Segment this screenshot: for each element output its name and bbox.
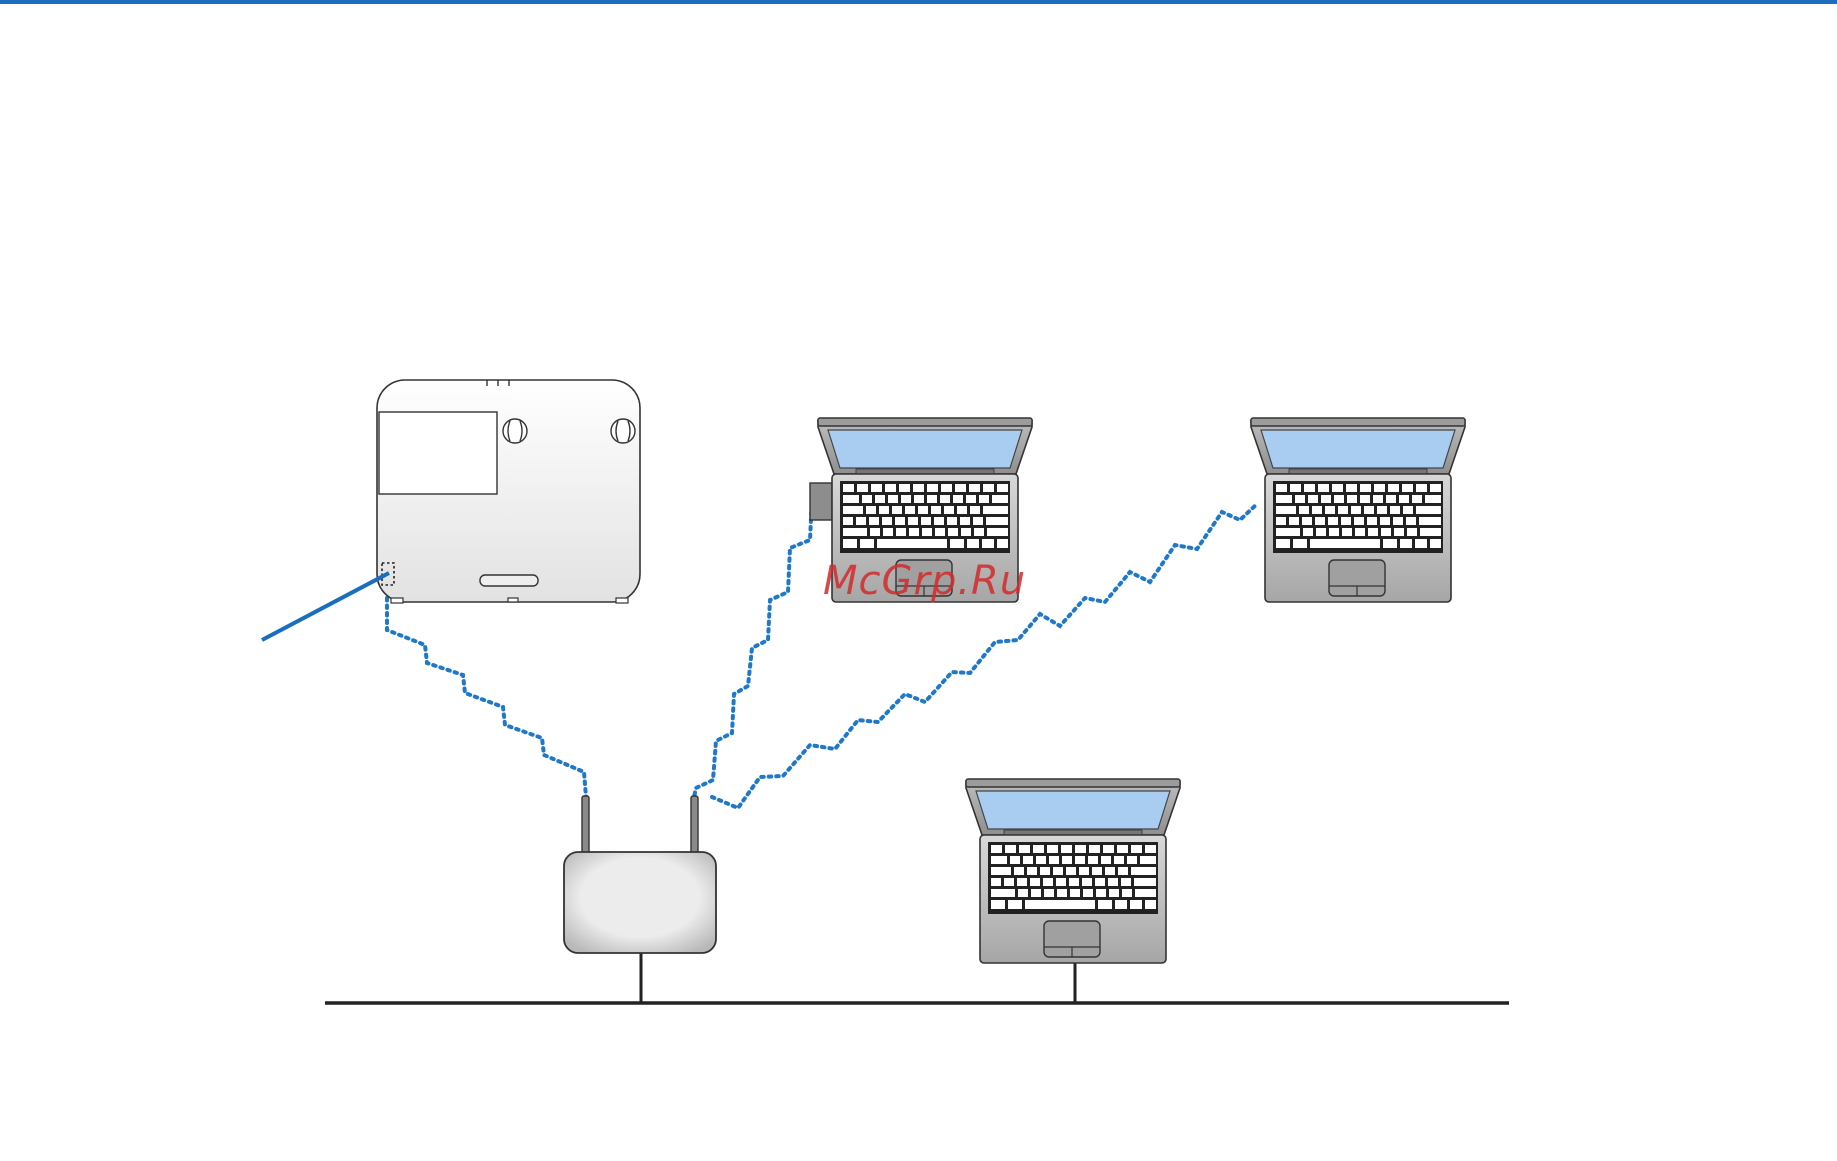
- wireless-router-icon: [564, 796, 716, 953]
- wireless-link-projector: [387, 598, 586, 797]
- laptop-icon: [1251, 418, 1465, 602]
- wireless-module-callout: [262, 573, 389, 640]
- watermark-text: McGrp.Ru: [823, 558, 1026, 604]
- laptop-icon: [966, 779, 1180, 963]
- projector-icon: [377, 380, 640, 603]
- wireless-link-laptop-usb: [694, 497, 812, 797]
